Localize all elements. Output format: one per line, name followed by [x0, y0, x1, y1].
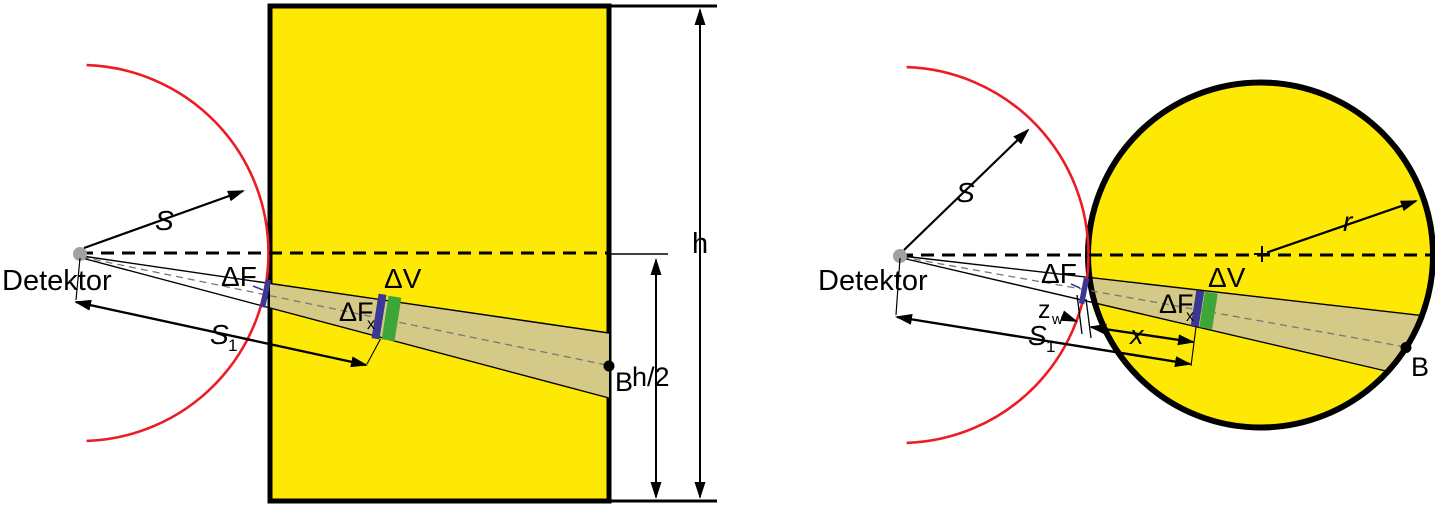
beam-centerline [901, 256, 1407, 348]
dfx-label-sub: x [367, 316, 375, 333]
s-distance-arrow [903, 128, 1030, 251]
dv-volume-bar [381, 295, 402, 342]
s1-label: S [210, 319, 229, 350]
slab-diagram: Detektor S S 1 ΔF ΔF x ΔV B h h/2 [2, 3, 717, 504]
r-radius-arrow [1266, 199, 1418, 254]
zw-label-sub: w [1051, 311, 1063, 328]
df-label: ΔF [1041, 258, 1077, 289]
h-label: h [692, 228, 708, 260]
r-label: r [1343, 206, 1354, 237]
dfx-label-sub: x [1186, 308, 1194, 325]
x-dimension-arrow [1089, 323, 1195, 346]
df-surface-bar [1078, 277, 1090, 305]
dfx-label: ΔF [339, 297, 374, 327]
detector-dot [893, 249, 907, 263]
detector-distance-arc [906, 65, 1090, 445]
sphere-center-cross [1254, 246, 1270, 262]
s1-label-sub: 1 [1046, 337, 1055, 356]
b-label: B [1411, 352, 1429, 382]
b-label: B [615, 367, 633, 397]
beam-upper-edge [81, 255, 610, 334]
detector-dot [73, 247, 87, 261]
df-label: ΔF [221, 261, 257, 292]
dfx-label: ΔF [1159, 289, 1194, 319]
df-leader-line [252, 285, 264, 291]
dv-volume-bar [1199, 291, 1218, 330]
zw-label: z [1038, 296, 1051, 324]
x-label: x [1128, 320, 1145, 350]
dv-label: ΔV [384, 263, 422, 294]
dfx-surface-bar [371, 293, 387, 340]
s1-label-sub: 1 [228, 336, 237, 355]
detector-distance-arc [86, 63, 270, 443]
s1-distance-arrow [74, 299, 368, 368]
beam-upper-edge [901, 255, 1424, 317]
s1-label: S [1028, 320, 1047, 351]
zw-arrow [1060, 310, 1078, 322]
h-half-label: h/2 [632, 362, 670, 392]
detector-label: Detektor [818, 265, 928, 297]
sphere-diagram: Detektor S S 1 ΔF z w x ΔF x ΔV r B [818, 65, 1435, 445]
df-leader-line [1070, 283, 1081, 289]
dfx-surface-bar [1190, 290, 1205, 327]
b-point-dot [1400, 342, 1412, 353]
dfx-connector-line [366, 338, 381, 365]
s-label: S [155, 205, 174, 236]
b-point-dot [603, 360, 615, 372]
s1-anchor-line [75, 257, 81, 301]
s1-anchor-line [895, 257, 901, 316]
detector-label: Detektor [2, 265, 112, 297]
dv-label: ΔV [1208, 262, 1246, 293]
s-distance-arrow [83, 189, 245, 250]
s1-distance-arrow [895, 313, 1192, 368]
zw-tick-surface [1085, 298, 1092, 339]
s-label: S [956, 177, 975, 208]
